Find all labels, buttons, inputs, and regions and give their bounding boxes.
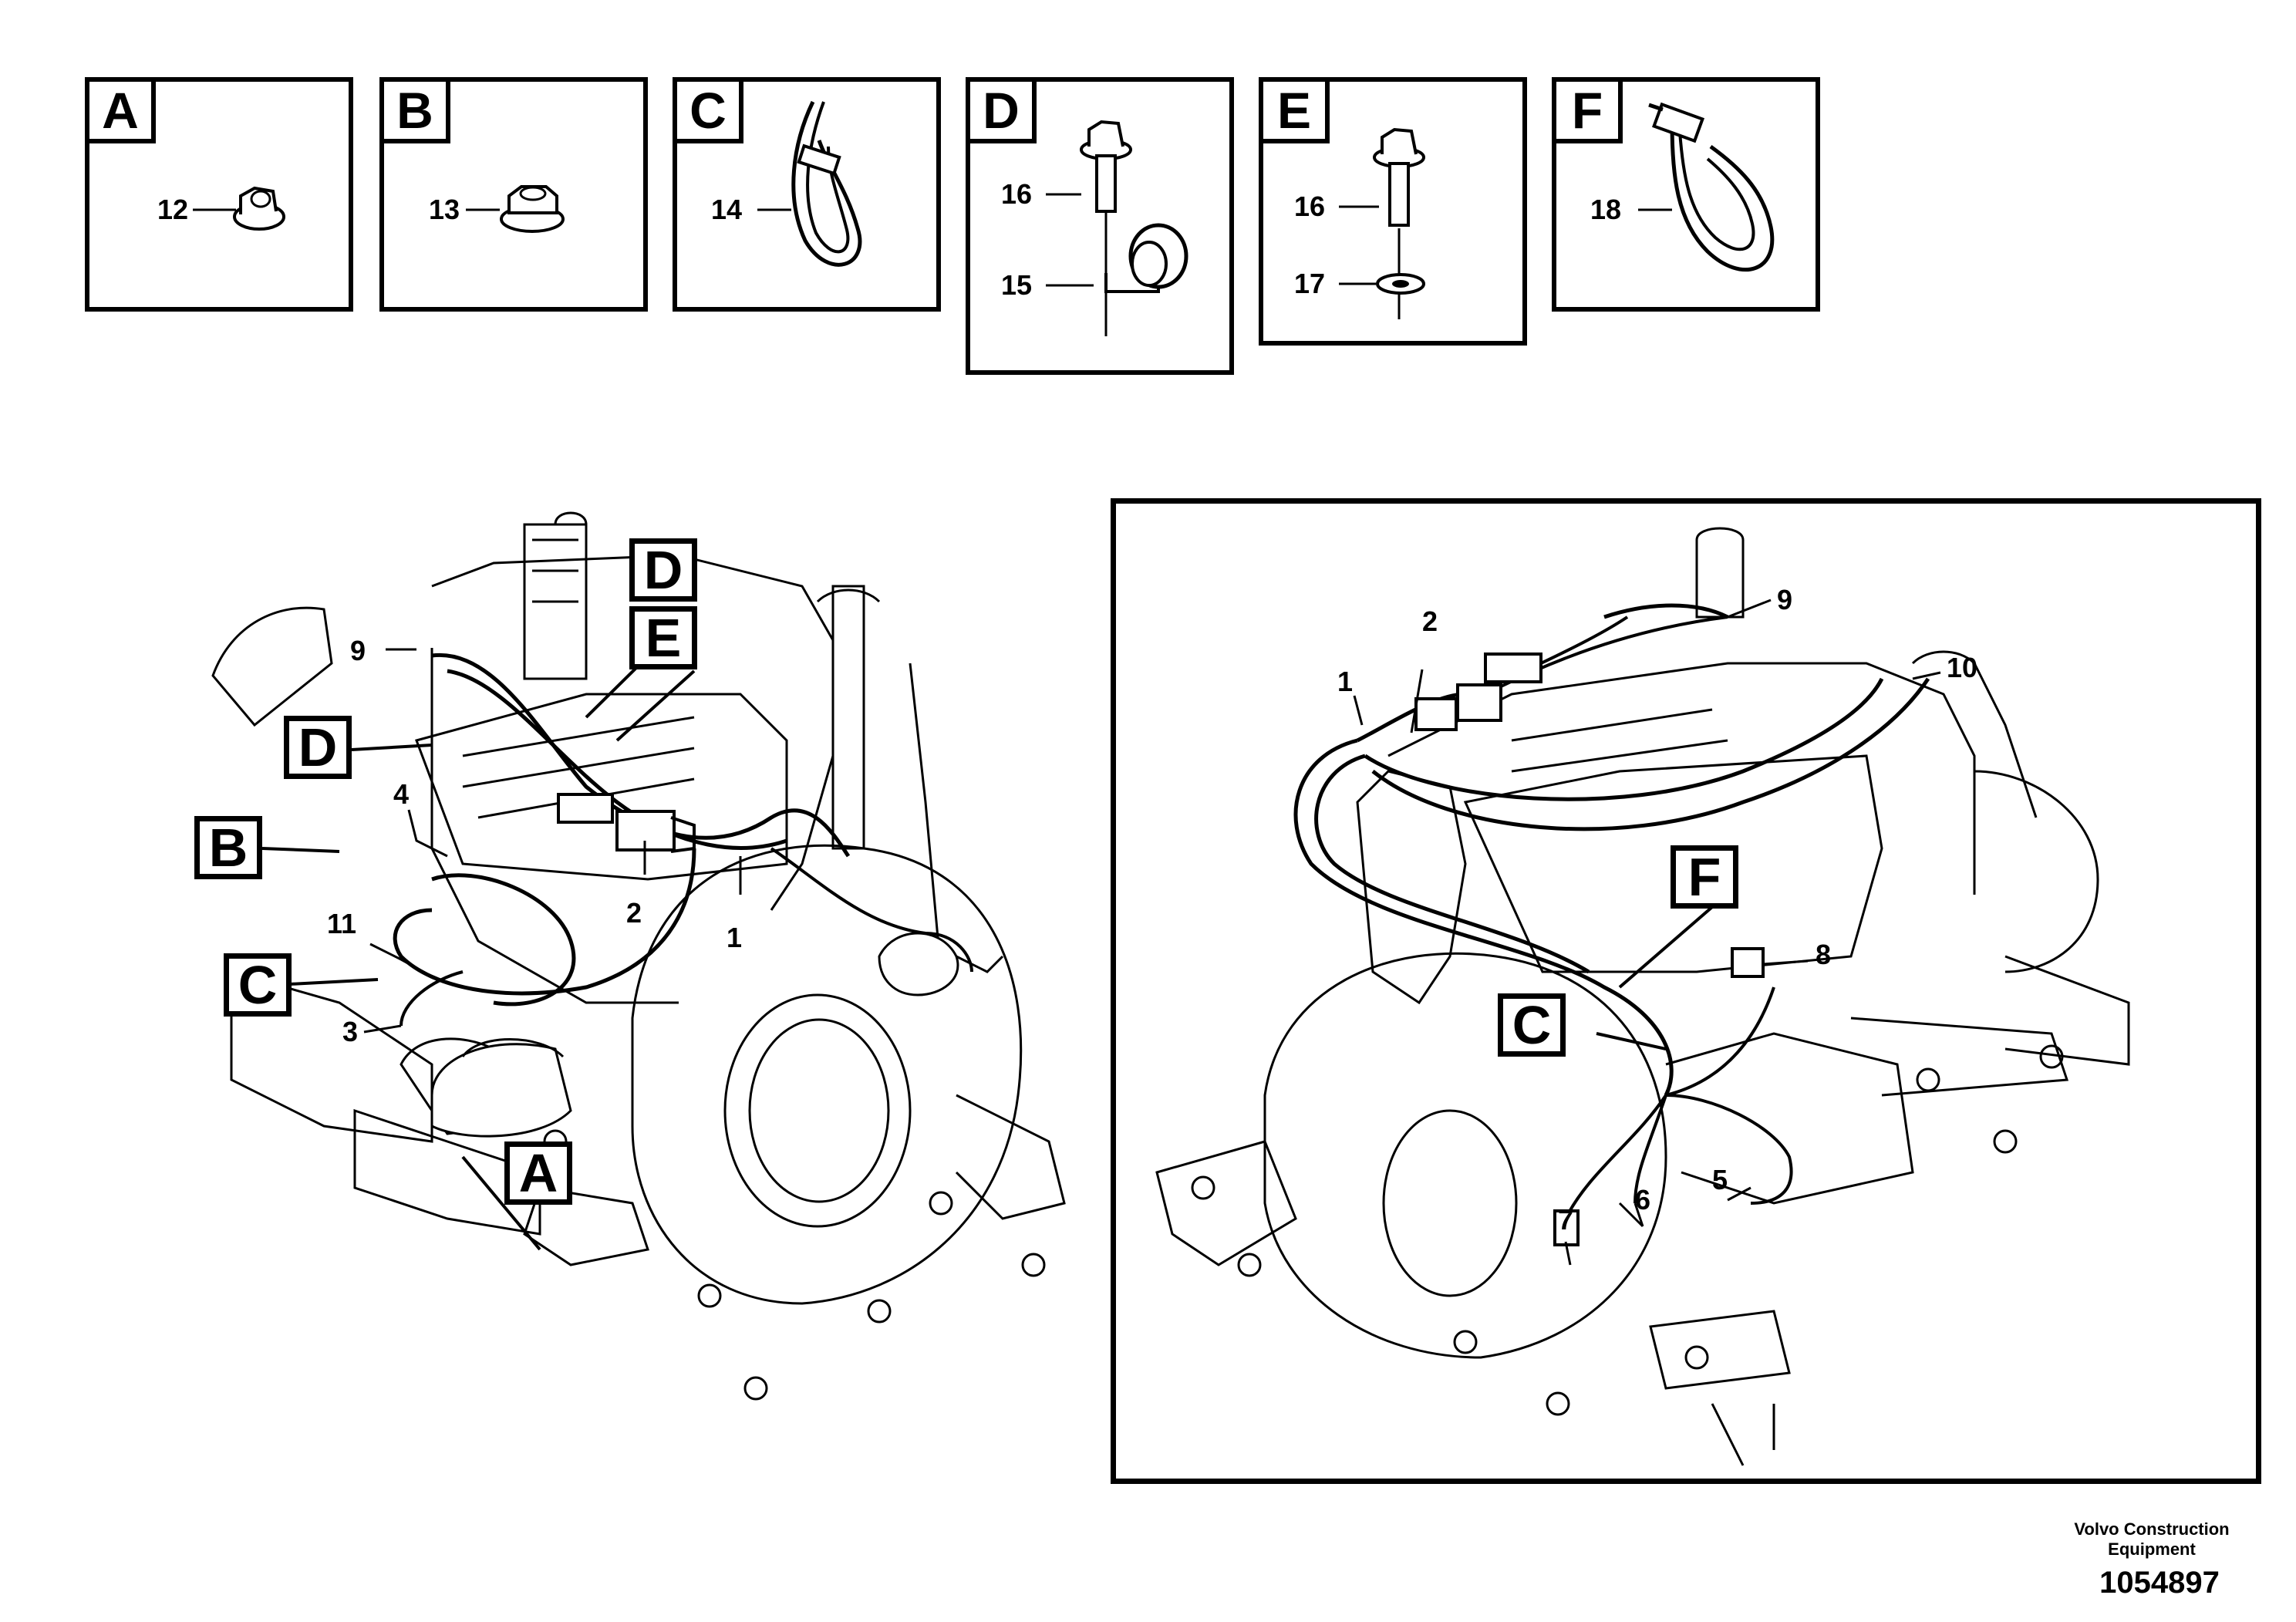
- cable-tie-icon: [757, 100, 862, 267]
- callout-number: 9: [1777, 584, 1793, 615]
- detail-tag-c[interactable]: C: [224, 953, 292, 1017]
- detail-tag-d[interactable]: D: [629, 538, 697, 602]
- detail-tag-b[interactable]: B: [194, 816, 262, 879]
- callout-number: 1: [1337, 666, 1354, 697]
- callout-number: 17: [1294, 268, 1326, 299]
- detail-letter: C: [677, 82, 743, 143]
- detail-box-a: A 12: [85, 77, 353, 312]
- detail-box-c: C 14: [673, 77, 941, 312]
- detail-tag-a[interactable]: A: [504, 1141, 572, 1205]
- callout-number: 2: [626, 897, 642, 929]
- washer-icon: [1339, 127, 1425, 319]
- callout-number: 1: [727, 922, 743, 953]
- flange-bolt-icon: [1046, 120, 1188, 336]
- callout-number: 14: [711, 194, 743, 225]
- detail-box-b: B 13: [379, 77, 648, 312]
- detail-letter: B: [384, 82, 450, 143]
- callout-number: 8: [1816, 939, 1832, 970]
- callout-number: 12: [157, 194, 189, 225]
- detail-tag-c[interactable]: C: [1498, 993, 1566, 1057]
- detail-tag-e[interactable]: E: [629, 606, 697, 669]
- callout-number: 11: [327, 908, 357, 939]
- cable-tie-clip-icon: [1638, 102, 1775, 272]
- callout-number: 5: [1712, 1164, 1728, 1195]
- callout-number: 2: [1422, 605, 1438, 637]
- callout-number: 13: [429, 194, 460, 225]
- callout-number: 10: [1947, 652, 1978, 683]
- callout-number: 18: [1590, 194, 1622, 225]
- enlarged-view-frame: [1111, 498, 2261, 1484]
- detail-tag-f[interactable]: F: [1671, 845, 1738, 909]
- detail-letter: A: [89, 82, 156, 143]
- detail-box-f: F 18: [1552, 77, 1820, 312]
- callout-number: 15: [1001, 269, 1033, 301]
- company-name: Volvo Construction Equipment: [2074, 1519, 2230, 1559]
- callout-number: 9: [350, 635, 366, 666]
- callout-number: 6: [1635, 1184, 1651, 1216]
- callout-number: 16: [1001, 178, 1033, 210]
- hex-nut-icon: [466, 185, 565, 233]
- detail-letter: E: [1263, 82, 1330, 143]
- callout-number: 4: [393, 778, 410, 810]
- detail-box-e: E 16 17: [1259, 77, 1527, 346]
- detail-box-d: D 16 15: [966, 77, 1234, 375]
- drawing-number: 1054897: [2099, 1566, 2220, 1600]
- flange-nut-icon: [193, 186, 285, 231]
- detail-letter: D: [970, 82, 1037, 143]
- callout-number: 7: [1558, 1204, 1574, 1236]
- callout-number: 16: [1294, 191, 1326, 222]
- detail-letter: F: [1556, 82, 1623, 143]
- callout-number: 3: [342, 1016, 359, 1047]
- detail-tag-d[interactable]: D: [284, 716, 352, 779]
